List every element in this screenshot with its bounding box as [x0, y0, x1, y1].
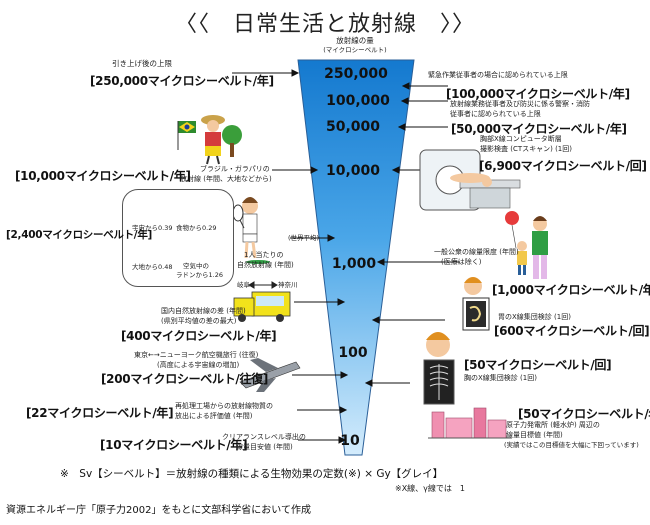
- world-average-label: (世界平均): [288, 234, 320, 242]
- chest-dose: [50マイクロシーベルト/回]: [464, 358, 612, 372]
- brazil-dose: [10,000マイクロシーベルト/年]: [15, 169, 191, 183]
- gifu-kanagawa-arrow: [248, 281, 278, 289]
- per-person-line2: 自然放射線 (年間): [237, 261, 294, 269]
- bubble-food-label: 食物から0.29: [176, 224, 217, 232]
- brazil-caption-line2: 放射線 (年間、大地などから): [180, 175, 272, 183]
- public-limit-line2: (医療は除く): [441, 258, 482, 266]
- ct-scanner-illustration: [419, 149, 521, 211]
- kanagawa-label: 神奈川: [278, 281, 298, 289]
- dose-scale-funnel: [297, 59, 415, 456]
- flight-caption-line2: (高度による宇宙線の増加): [157, 361, 240, 369]
- per-person-line1: 1人当たりの: [244, 251, 284, 259]
- gifu-label: 岐阜: [237, 281, 250, 289]
- scale-mark-1000: 1,000: [331, 256, 377, 272]
- npp-caption-line1: 原子力発電所 (軽水炉) 周辺の: [506, 421, 600, 429]
- clearance-caption-line1: クリアランスレベル導出の: [222, 433, 306, 441]
- scale-header: 放射線の量: [336, 36, 374, 45]
- bubble-space-label: 宇宙から0.39: [132, 224, 173, 232]
- scale-mark-50000: 50,000: [325, 119, 381, 135]
- emergency-dose: [100,000マイクロシーベルト/年]: [446, 87, 630, 101]
- ct-caption-line2: 撮影検査 (CTスキャン) (1回): [480, 145, 572, 153]
- reprocess-caption-line2: 放出による評価値 (年間): [175, 412, 253, 420]
- brazil-illustration: [177, 115, 242, 165]
- public-limit-dose: [1,000マイクロシーベルト/年]: [492, 283, 650, 297]
- scale-mark-100000: 100,000: [326, 93, 390, 109]
- regional-caption-line2: (県別平均値の差の最大): [161, 317, 237, 325]
- unit-footnote-sub: ※X線、γ線では 1: [395, 484, 466, 493]
- natural-radiation-bubble: [122, 189, 234, 287]
- scale-mark-250000: 250,000: [324, 66, 388, 82]
- scale-mark-10: 10: [340, 433, 360, 449]
- bubble-ground-label: 大地から0.48: [132, 263, 173, 271]
- airplane-illustration: [239, 358, 301, 392]
- truck-illustration: [233, 291, 291, 322]
- brazil-caption-line1: ブラジル・ガラパリの: [200, 165, 270, 173]
- worker-caption-line1: 放射線業務従事者及び防災に係る警察・消防: [450, 100, 590, 108]
- clearance-dose: [10マイクロシーベルト/年]: [100, 438, 248, 452]
- flight-dose: [200マイクロシーベルト/往復]: [101, 372, 269, 386]
- clearance-caption-line2: 線量目安値 (年間): [236, 443, 293, 451]
- scale-mark-100: 100: [338, 345, 368, 361]
- stomach-dose: [600マイクロシーベルト/回]: [494, 324, 650, 338]
- scale-mark-10000: 10,000: [325, 163, 381, 179]
- regional-caption-line1: 国内自然放射線の差 (年間): [161, 307, 246, 315]
- power-plant-illustration: [428, 407, 512, 439]
- worker-caption-line2: 従事者に認められている上限: [450, 110, 541, 118]
- emergency-caption: 緊急作業従事者の場合に認められている上限: [428, 71, 568, 79]
- upper-limit-caption: 引き上げ後の上限: [112, 59, 172, 68]
- reprocess-caption-line1: 再処理工場からの放射線物質の: [175, 402, 273, 410]
- stomach-caption: 胃のX線集団検診 (1回): [498, 313, 571, 321]
- npp-caption-line3: (実績ではこの目標値を大幅に下回っています): [504, 441, 639, 449]
- scale-unit: (マイクロシーベルト): [323, 46, 387, 54]
- family-illustration: [505, 211, 548, 279]
- reprocess-dose: [22マイクロシーベルト/年]: [26, 406, 174, 420]
- bubble-radon-line2: ラドンから1.26: [176, 271, 223, 279]
- stomach-xray-illustration: [462, 277, 490, 331]
- regional-dose: [400マイクロシーベルト/年]: [121, 329, 277, 343]
- npp-dose: [50マイクロシーベルト/年]: [518, 407, 650, 421]
- tennis-person-illustration: [232, 197, 270, 264]
- page-title: 〈〈 日常生活と放射線 〉〉: [174, 12, 475, 37]
- worker-dose: [50,000マイクロシーベルト/年]: [451, 122, 627, 136]
- source-note: 資源エネルギー庁「原子力2002」をもとに文部科学省において作成: [6, 505, 311, 516]
- chest-xray-illustration: [423, 332, 455, 405]
- flight-caption-line1: 東京←→ニューヨーク航空機旅行 (往復): [134, 351, 259, 359]
- bubble-radon-line1: 空気中の: [183, 262, 209, 270]
- npp-caption-line2: 線量目標値 (年間): [506, 431, 563, 439]
- public-limit-line1: 一般公衆の線量限度 (年間): [434, 248, 519, 256]
- natural-radiation-dose: [2,400マイクロシーベルト/年]: [6, 229, 153, 241]
- upper-limit-dose: [250,000マイクロシーベルト/年]: [90, 74, 274, 88]
- unit-footnote: ※ Sv【シーベルト】＝放射線の種類による生物効果の定数(※) × Gy【グレイ…: [60, 468, 444, 480]
- ct-dose: [6,900マイクロシーベルト/回]: [479, 159, 647, 173]
- chest-caption: 胸のX線集団検診 (1回): [464, 374, 537, 382]
- ct-caption-line1: 胸部X線コンピュータ断層: [480, 135, 562, 143]
